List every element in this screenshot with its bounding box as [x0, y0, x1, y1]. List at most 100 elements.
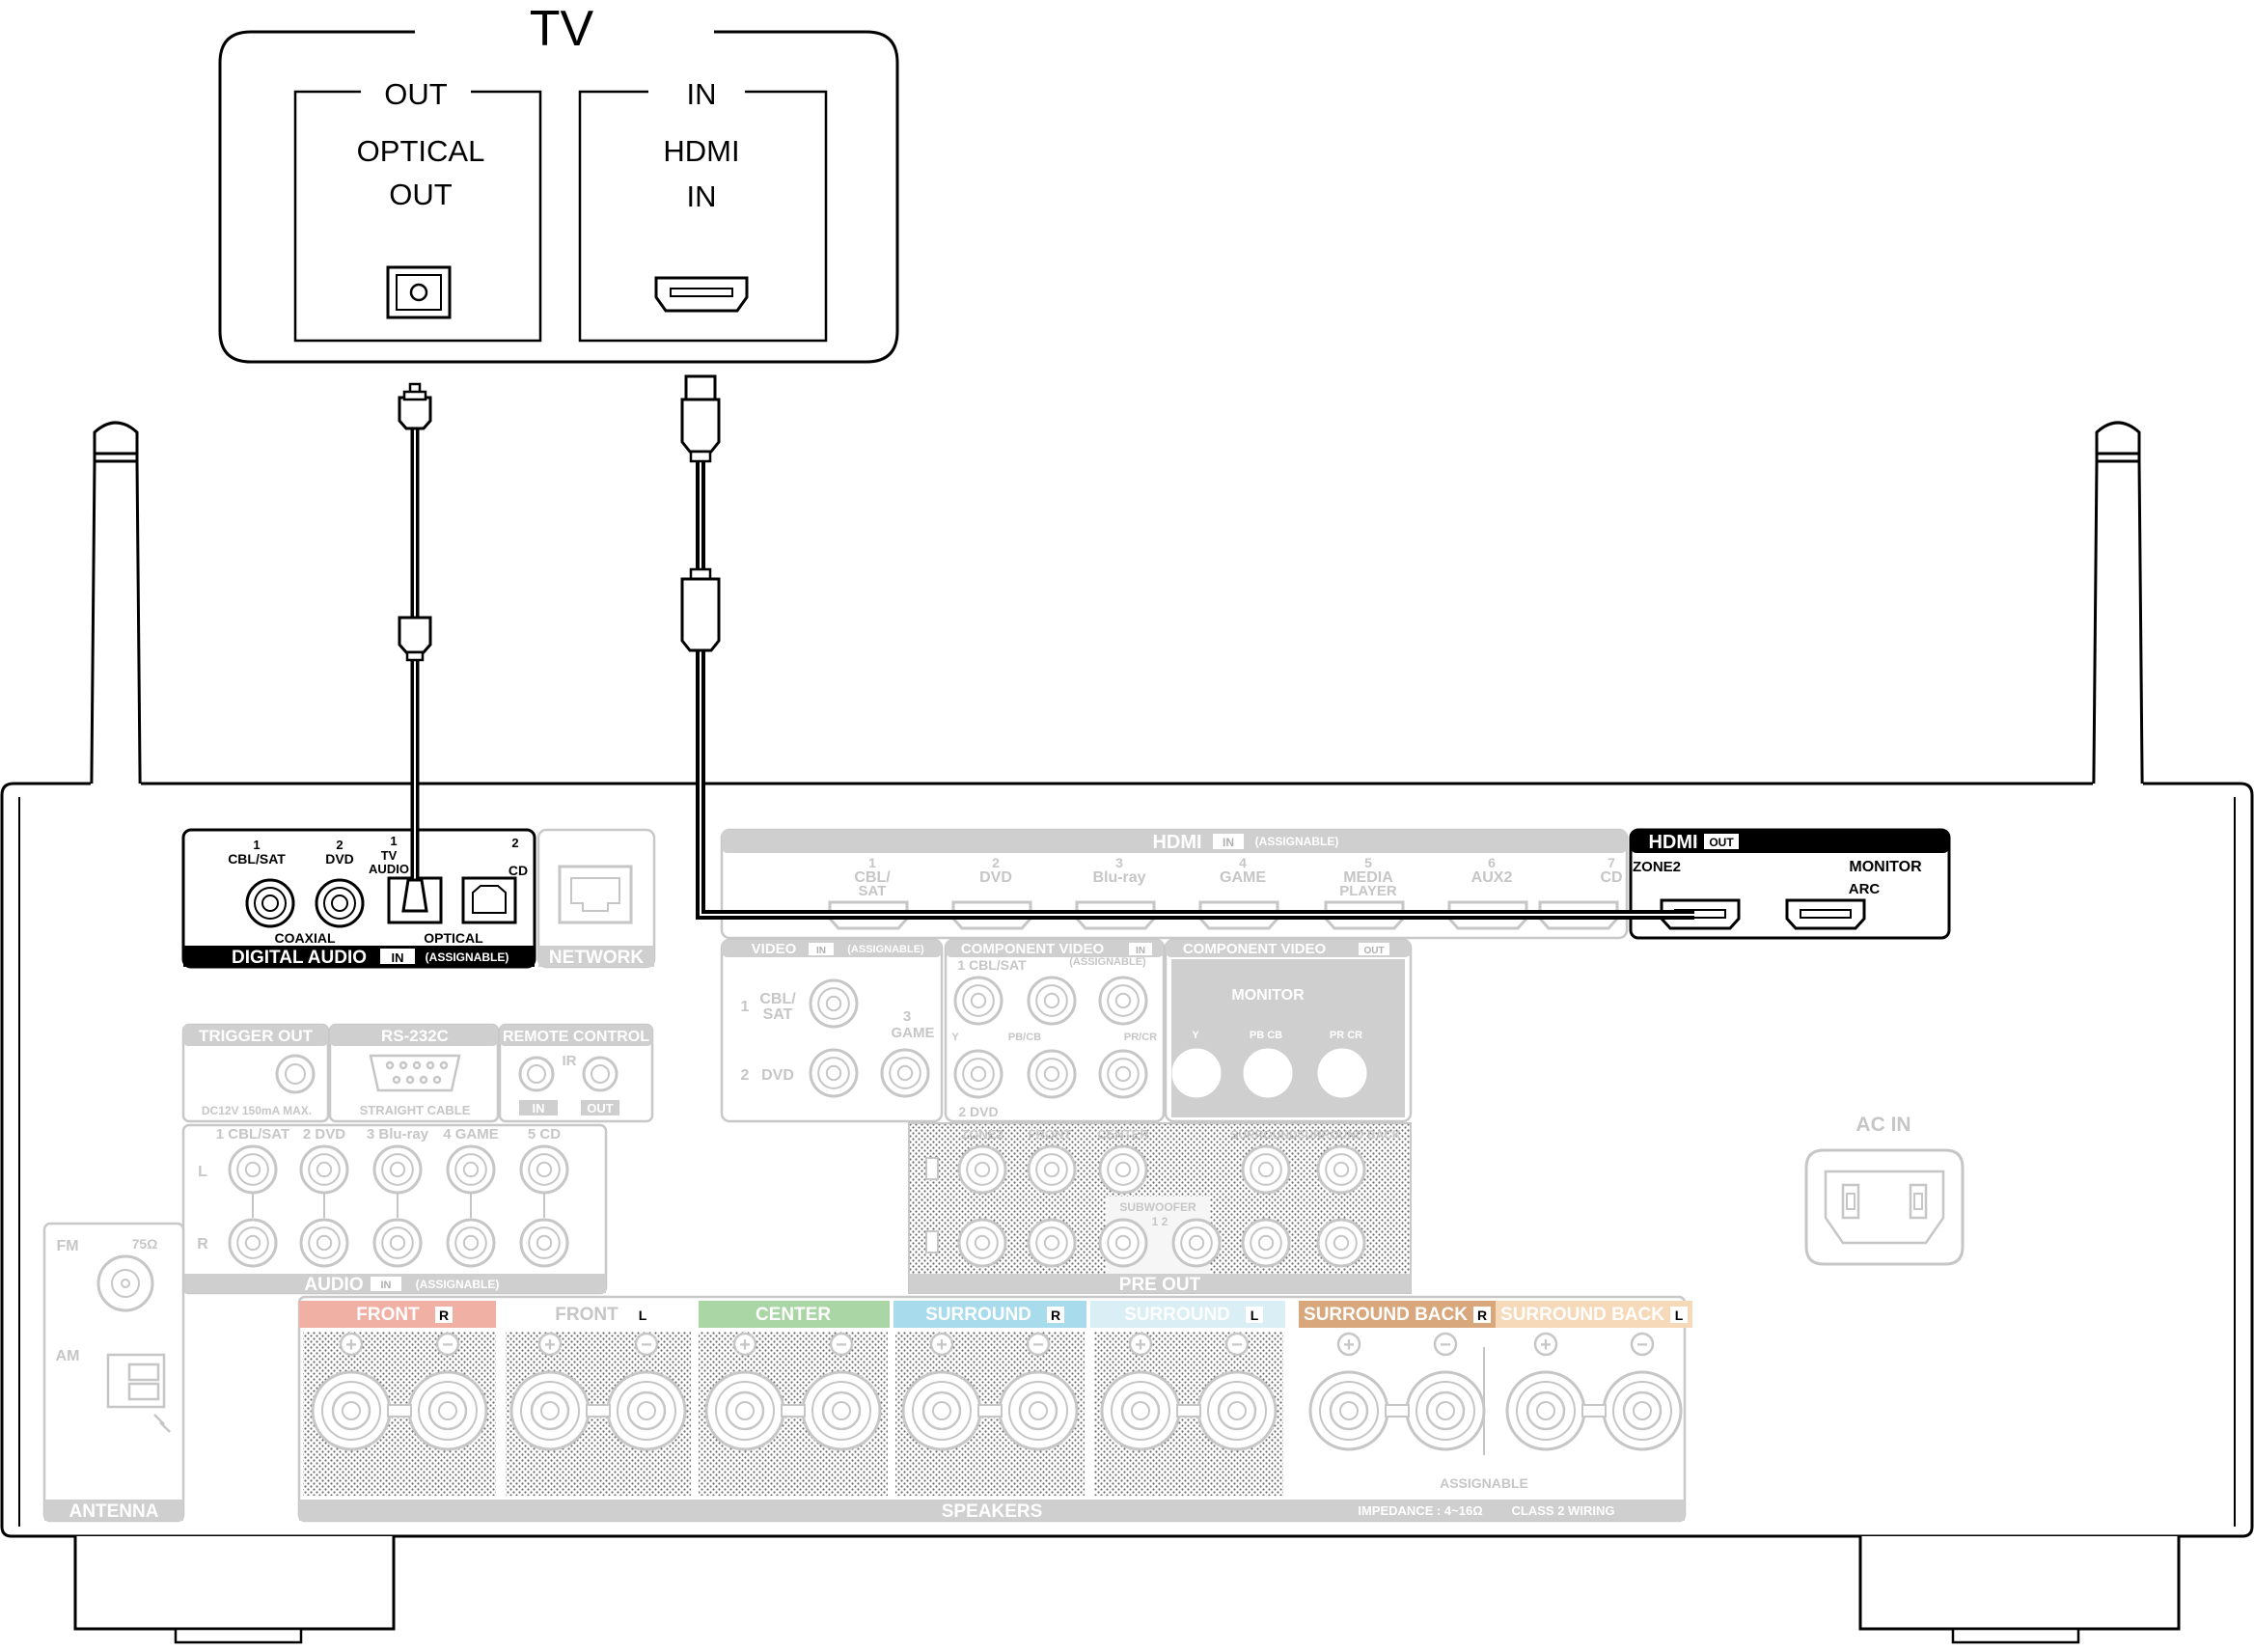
audio-in-1-l-jack[interactable] — [228, 1144, 278, 1195]
remote-control-title: REMOTE CONTROL — [503, 1029, 649, 1045]
speaker-group-7-label: SURROUND BACK — [1500, 1305, 1664, 1325]
component-in-pb: PB/CB — [1008, 1032, 1041, 1043]
speaker-group-5-minus-terminal[interactable] — [1196, 1370, 1278, 1451]
hdmi-in-7-num: 7 — [1608, 855, 1615, 870]
video-in-3-jack[interactable] — [880, 1048, 930, 1098]
component-in-1-jack-2[interactable] — [1027, 976, 1077, 1026]
video-in-1-num: 1 — [741, 999, 750, 1015]
component-in-2-jack-3[interactable] — [1098, 1049, 1148, 1099]
coax1-num: 1 — [253, 838, 260, 852]
speaker-group-1-plus-icon: + — [339, 1332, 364, 1357]
trigger-out-jack[interactable] — [275, 1054, 316, 1094]
rs232c-port[interactable] — [369, 1054, 461, 1092]
speaker-group-2-label: FRONT — [555, 1305, 618, 1325]
speaker-group-2-plus-terminal[interactable] — [509, 1370, 591, 1451]
pre-out-bottom-jack-3[interactable] — [1098, 1218, 1148, 1268]
speaker-group-6-minus-terminal[interactable] — [1405, 1370, 1486, 1451]
video-in-1-jack[interactable] — [809, 978, 859, 1029]
audio-in-2-l-jack[interactable] — [299, 1144, 349, 1195]
speaker-group-3-plus-icon: + — [732, 1332, 757, 1357]
hdmi-in-5-label: MEDIA — [1343, 869, 1393, 886]
remote-in-jack[interactable] — [518, 1056, 555, 1092]
component-out-tag: OUT — [1363, 946, 1384, 956]
speaker-sign: + — [544, 1335, 556, 1356]
speaker-group-1-label: FRONT — [356, 1305, 420, 1325]
pre-out-top-jack-1[interactable] — [957, 1144, 1007, 1195]
ethernet-port[interactable] — [558, 865, 633, 924]
speaker-group-7-minus-terminal[interactable] — [1602, 1370, 1683, 1451]
speaker-group-6-plus-terminal[interactable] — [1308, 1370, 1389, 1451]
speaker-group-4-minus-icon: − — [1026, 1332, 1051, 1357]
component-in-assignable: (ASSIGNABLE) — [1069, 956, 1146, 968]
speaker-group-1-minus-terminal[interactable] — [407, 1370, 488, 1451]
hdmi-in-2-label: DVD — [979, 869, 1012, 886]
component-in-1-jack-3[interactable] — [1098, 976, 1148, 1026]
audio-in-3-l-jack[interactable] — [372, 1144, 423, 1195]
ac-inlet[interactable] — [1804, 1148, 1965, 1266]
hdmi-out-monitor-arc-port[interactable] — [1785, 898, 1866, 930]
coax2-num: 2 — [336, 838, 343, 852]
tv-optical-out-port[interactable] — [386, 265, 452, 319]
pre-out-sub-nums: 1 2 — [1152, 1215, 1168, 1228]
pre-out-front: FRONT — [1029, 1127, 1072, 1142]
hdmi-out-panel: HDMI OUT ZONE2 MONITOR ARC — [1629, 828, 1951, 940]
audio-in-5-l-jack[interactable] — [519, 1144, 569, 1195]
audio-in-3-r-jack[interactable] — [372, 1218, 423, 1268]
tv-hdmi-in-port[interactable] — [654, 276, 749, 313]
speaker-group-5-plus-terminal[interactable] — [1100, 1370, 1181, 1451]
speaker-group-5-plus-icon: + — [1128, 1332, 1153, 1357]
speaker-group-3-plus-terminal[interactable] — [704, 1370, 785, 1451]
speakers-title: SPEAKERS — [942, 1501, 1043, 1522]
speaker-group-2-minus-terminal[interactable] — [606, 1370, 687, 1451]
pre-out-top-jack-5[interactable] — [1316, 1144, 1366, 1195]
remote-out-jack[interactable] — [582, 1056, 618, 1092]
pre-out-bottom-jack-1[interactable] — [957, 1218, 1007, 1268]
pre-out-bottom-jack-2[interactable] — [1027, 1218, 1077, 1268]
coaxial-label: COAXIAL — [275, 930, 336, 946]
audio-in-2-r-jack[interactable] — [299, 1218, 349, 1268]
speaker-group-1-plus-terminal[interactable] — [311, 1370, 392, 1451]
component-out-jack-3[interactable] — [1317, 1048, 1367, 1098]
speaker-sign: + — [739, 1335, 751, 1356]
audio-in-4-l-jack[interactable] — [446, 1144, 496, 1195]
speaker-sign: + — [936, 1335, 948, 1356]
opt1-num: 1 — [390, 834, 397, 848]
component-in-1-jack-1[interactable] — [953, 976, 1003, 1026]
pre-out-top-jack-4[interactable] — [1241, 1144, 1291, 1195]
component-in-2-jack-2[interactable] — [1027, 1049, 1077, 1099]
speaker-group-3-minus-terminal[interactable] — [801, 1370, 882, 1451]
pre-out-top-jack-2[interactable] — [1027, 1144, 1077, 1195]
speaker-group-7-plus-terminal[interactable] — [1505, 1370, 1586, 1451]
audio-in-5-r-jack[interactable] — [519, 1218, 569, 1268]
speaker-group-3-label: CENTER — [756, 1305, 831, 1325]
speaker-group-4-plus-terminal[interactable] — [901, 1370, 982, 1451]
speaker-group-3-minus-icon: − — [829, 1332, 854, 1357]
hdmi-in-2-num: 2 — [992, 855, 1000, 870]
audio-in-4-r-jack[interactable] — [446, 1218, 496, 1268]
audio-in-1-r-jack[interactable] — [228, 1218, 278, 1268]
opt1-label-b: AUDIO — [369, 862, 409, 876]
component-in-2-jack-1[interactable] — [953, 1049, 1003, 1099]
hdmi-in-6-label: AUX2 — [1471, 869, 1513, 886]
pre-out-bottom-jack-6[interactable] — [1316, 1218, 1366, 1268]
am-antenna-terminal[interactable] — [106, 1353, 171, 1433]
speaker-group-2-tag: L — [639, 1308, 647, 1323]
pre-out-bottom-jack-5[interactable] — [1241, 1218, 1291, 1268]
component-out-pr: PR CR — [1330, 1030, 1362, 1041]
component-out-jack-1[interactable] — [1171, 1048, 1222, 1098]
coaxial-jack-1[interactable] — [245, 878, 295, 928]
tv-hdmi-in-label-1: HDMI — [663, 134, 739, 168]
coaxial-jack-2[interactable] — [315, 878, 365, 928]
fm-antenna-jack[interactable] — [96, 1254, 154, 1312]
hdmi-in-6-num: 6 — [1488, 855, 1496, 870]
component-out-jack-2[interactable] — [1243, 1048, 1293, 1098]
audio-in-1-label: 1 CBL/SAT — [216, 1126, 289, 1143]
tv-optical-out-label-2: OUT — [389, 178, 453, 211]
speaker-group-4-minus-terminal[interactable] — [998, 1370, 1079, 1451]
video-in-2-jack[interactable] — [809, 1048, 859, 1098]
optical-jack-cd[interactable] — [461, 876, 517, 924]
pre-out-top-jack-3[interactable] — [1098, 1144, 1148, 1195]
pre-out-bottom-jack-4[interactable] — [1171, 1218, 1222, 1268]
